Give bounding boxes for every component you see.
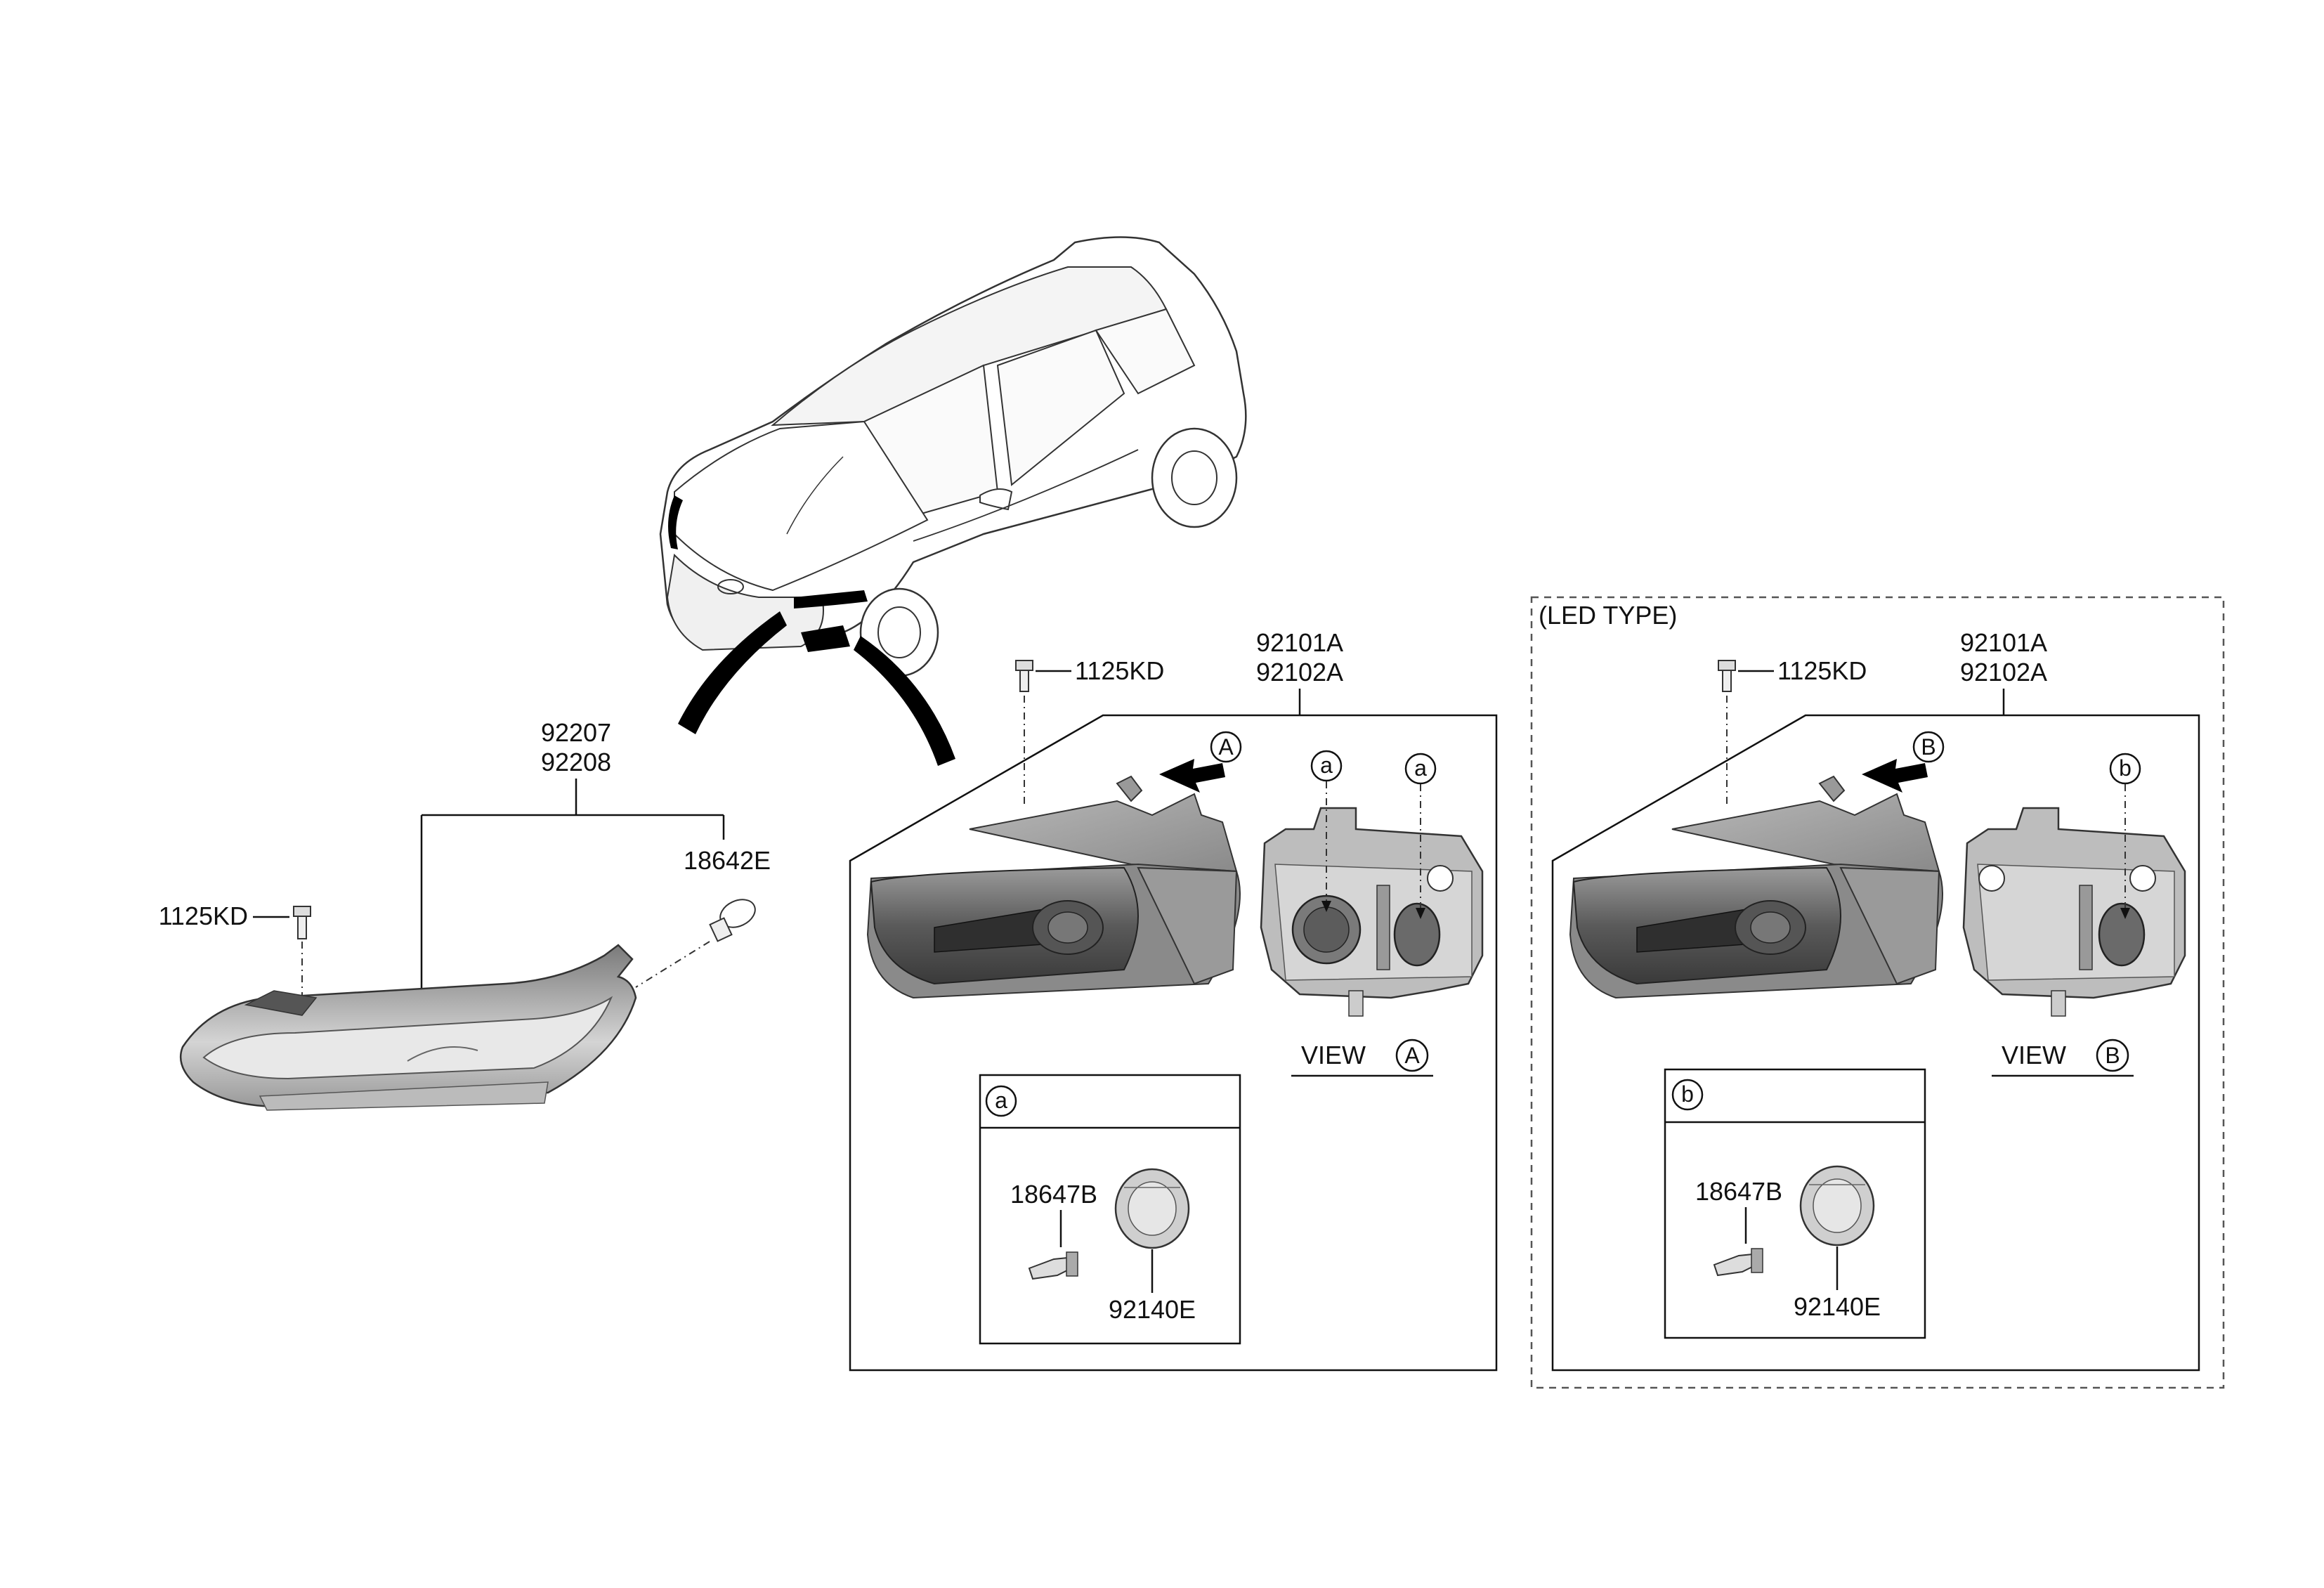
view-arrow-a <box>1159 759 1225 793</box>
pointer-to-turn-lamp <box>678 611 787 734</box>
detail-box-a-marker: a <box>995 1088 1007 1113</box>
led-type-heading: (LED TYPE) <box>1539 601 1677 630</box>
vehicle-illustration <box>659 236 1247 677</box>
view-label-a: VIEW <box>1301 1041 1366 1069</box>
turn-lamp-group: 92207 92208 1125KD 18642E <box>159 718 771 1111</box>
view-marker-b: B <box>1921 734 1935 760</box>
turn-lamp-screw-label: 1125KD <box>159 902 248 930</box>
headlamp-b-part-1: 92101A <box>1960 628 2047 657</box>
headlamp-a-part-2: 92102A <box>1256 658 1343 686</box>
detail-b-bulb-label: 18647B <box>1695 1177 1782 1206</box>
rear-view-a <box>1260 807 1484 1017</box>
detail-box-a: a 18647B 92140E <box>979 1074 1241 1345</box>
turn-lamp-part-1: 92207 <box>541 718 611 747</box>
headlamp-assembly-b <box>1569 775 1943 999</box>
detail-a-bulb-label: 18647B <box>1010 1180 1097 1209</box>
bulb-icon <box>1713 1248 1763 1277</box>
screw-icon <box>293 906 311 939</box>
headlamp-a-screw-label: 1125KD <box>1075 656 1164 685</box>
detail-a-cap-label: 92140E <box>1109 1295 1196 1324</box>
pointer-to-headlamp <box>854 636 955 766</box>
dust-cap-icon <box>1799 1165 1875 1247</box>
view-marker-b-label: B <box>2105 1043 2120 1068</box>
view-arrow-b <box>1862 759 1928 793</box>
turn-lamp-assembly <box>179 944 637 1111</box>
detail-box-b: b 18647B 92140E <box>1664 1068 1926 1339</box>
turn-lamp-bulb-label: 18642E <box>684 846 771 875</box>
view-marker-a-label: A <box>1404 1043 1420 1068</box>
turn-lamp-part-2: 92208 <box>541 748 611 776</box>
screw-icon <box>1015 660 1033 692</box>
headlamp-panel-a: 92101A 92102A 1125KD A <box>849 628 1498 1372</box>
screw-icon <box>1718 660 1736 692</box>
callout-a-1: a <box>1320 753 1333 778</box>
headlamp-b-part-2: 92102A <box>1960 658 2047 686</box>
dust-cap-icon <box>1114 1168 1190 1249</box>
rear-view-b <box>1962 807 2186 1017</box>
bulb-icon <box>709 899 756 942</box>
detail-b-cap-label: 92140E <box>1794 1292 1881 1321</box>
detail-box-b-marker: b <box>1681 1081 1694 1107</box>
view-label-b: VIEW <box>2002 1041 2066 1069</box>
headlamp-assembly-a <box>866 775 1241 999</box>
callout-b-1: b <box>2119 755 2132 781</box>
bulb-icon <box>1028 1251 1078 1280</box>
headlamp-a-part-1: 92101A <box>1256 628 1343 657</box>
callout-a-2: a <box>1414 755 1427 781</box>
led-type-panel: (LED TYPE) 92101A 92102A 1125KD B <box>1530 596 2225 1389</box>
view-marker-a: A <box>1218 734 1234 760</box>
headlamp-b-screw-label: 1125KD <box>1777 656 1867 685</box>
